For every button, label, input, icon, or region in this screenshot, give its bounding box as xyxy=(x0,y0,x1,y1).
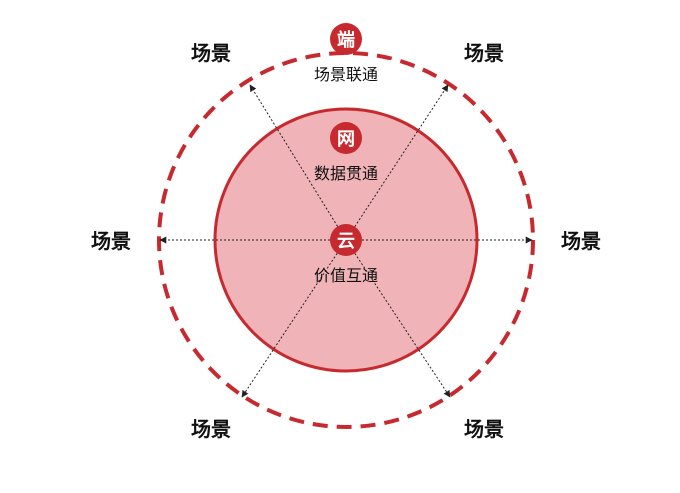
scene-label-bottom-left: 场景 xyxy=(191,417,231,441)
arrows xyxy=(159,84,533,398)
inner-badge-label: 数据贯通 xyxy=(314,164,378,183)
scene-label-right: 场景 xyxy=(561,229,601,253)
scene-label-top-right: 场景 xyxy=(464,41,504,65)
arrow-top-right xyxy=(345,84,449,241)
scene-label-bottom-right: 场景 xyxy=(464,417,504,441)
outer-label-bg xyxy=(300,60,392,86)
outer-badge-label: 场景联通 xyxy=(314,65,378,84)
arrow-bottom-right xyxy=(345,239,451,398)
scene-label-top-left: 场景 xyxy=(191,41,231,65)
center-badge-char: 云 xyxy=(337,231,355,252)
inner-badge-char: 网 xyxy=(337,129,355,150)
center-badge-circle xyxy=(330,224,362,256)
outer-badge-circle xyxy=(330,23,362,55)
inner-badge-circle xyxy=(330,122,362,154)
center-badge-label: 价值互通 xyxy=(314,266,378,285)
scene-label-left: 场景 xyxy=(91,229,131,253)
outer-dashed-ring xyxy=(157,51,535,429)
arrow-bottom-left xyxy=(241,239,347,398)
outer-badge-char: 端 xyxy=(337,30,355,51)
